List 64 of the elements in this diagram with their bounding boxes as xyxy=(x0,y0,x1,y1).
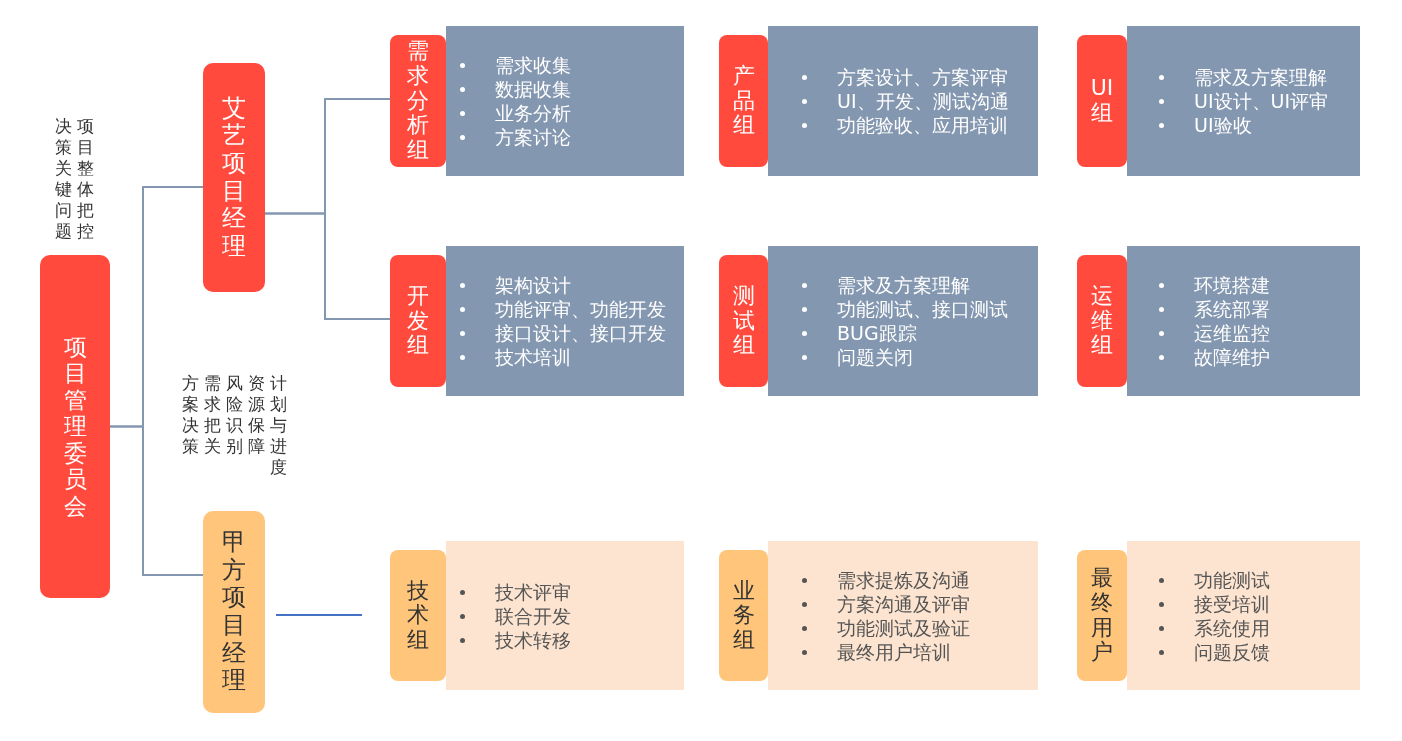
list-item: BUG跟踪 xyxy=(837,322,917,344)
list-item: 故障维护 xyxy=(1194,346,1270,368)
list-item: 技术评审 xyxy=(495,580,571,603)
group-tab: 产品组 xyxy=(719,35,768,167)
list-item: 系统使用 xyxy=(1194,616,1270,639)
list-item: 最终用户培训 xyxy=(837,640,951,663)
list-item: UI、开发、测试沟通 xyxy=(837,90,1009,112)
group-tab: 需求分析组 xyxy=(390,35,446,167)
group-tab: 业务组 xyxy=(719,550,768,681)
note-text: 方案决策 xyxy=(181,373,199,457)
list-item: 技术转移 xyxy=(495,628,571,651)
role-box: 甲方项目经理 xyxy=(203,511,265,713)
list-item: 需求及方案理解 xyxy=(837,274,970,296)
list-item: UI设计、UI评审 xyxy=(1194,90,1329,112)
list-panel xyxy=(1127,541,1360,690)
connector-line xyxy=(275,614,363,616)
connector-line xyxy=(109,425,204,576)
list-item: 需求及方案理解 xyxy=(1194,66,1327,88)
list-item: 方案沟通及评审 xyxy=(837,592,970,615)
list-item: 运维监控 xyxy=(1194,322,1270,344)
list-item: UI验收 xyxy=(1194,114,1252,136)
list-panel xyxy=(446,541,684,690)
list-item: 功能验收、应用培训 xyxy=(837,114,1008,136)
connector-line xyxy=(264,212,391,320)
note-text: 需求把关 xyxy=(203,373,221,457)
list-item: 接口设计、接口开发 xyxy=(495,322,666,344)
list-panel xyxy=(446,26,684,176)
list-item: 接受培训 xyxy=(1194,592,1270,615)
note-text: 计划与进度 xyxy=(269,373,287,478)
list-item: 业务分析 xyxy=(495,102,571,124)
group-tab: 开发组 xyxy=(390,255,446,387)
list-item: 方案讨论 xyxy=(495,126,571,148)
list-item: 系统部署 xyxy=(1194,298,1270,320)
list-item: 问题关闭 xyxy=(837,346,913,368)
note-text: 决策关键问题 xyxy=(54,116,72,242)
role-box: 艾艺项目经理 xyxy=(203,63,265,292)
list-item: 需求提炼及沟通 xyxy=(837,568,970,591)
list-item: 功能测试、接口测试 xyxy=(837,298,1008,320)
list-panel xyxy=(768,26,1038,176)
list-item: 环境搭建 xyxy=(1194,274,1270,296)
list-item: 技术培训 xyxy=(495,346,571,368)
list-item: 功能测试 xyxy=(1194,568,1270,591)
list-panel xyxy=(1127,26,1360,176)
group-tab: UI组 xyxy=(1077,35,1127,167)
group-tab: 最终用户 xyxy=(1077,550,1127,681)
note-text: 资源保障 xyxy=(247,373,265,457)
list-item: 功能评审、功能开发 xyxy=(495,298,666,320)
list-panel xyxy=(768,541,1038,690)
group-tab: 测试组 xyxy=(719,255,768,387)
list-item: 联合开发 xyxy=(495,604,571,627)
list-item: 需求收集 xyxy=(495,54,571,76)
list-panel xyxy=(1127,246,1360,396)
note-text: 风险识别 xyxy=(225,373,243,457)
group-tab: 技术组 xyxy=(390,550,446,681)
list-panel xyxy=(446,246,684,396)
list-item: 方案设计、方案评审 xyxy=(837,66,1008,88)
list-item: 功能测试及验证 xyxy=(837,616,970,639)
role-box: 项目管理委员会 xyxy=(40,255,110,598)
list-item: 数据收集 xyxy=(495,78,571,100)
list-item: 架构设计 xyxy=(495,274,571,296)
group-tab: 运维组 xyxy=(1077,255,1127,387)
note-text: 项目整体把控 xyxy=(76,116,94,242)
list-item: 问题反馈 xyxy=(1194,640,1270,663)
list-panel xyxy=(768,246,1038,396)
